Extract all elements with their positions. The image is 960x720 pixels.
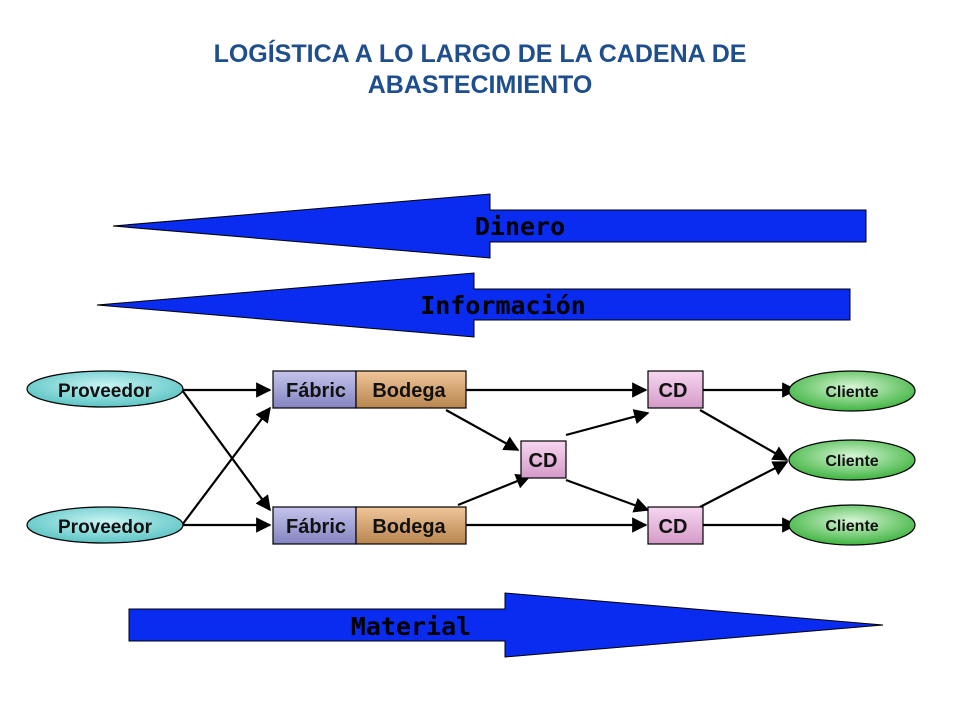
supplier-bottom: Proveedor [26, 506, 184, 544]
title-line-1: LOGÍSTICA A LO LARGO DE LA CADENA DE [214, 39, 747, 68]
money-flow-arrow: Dinero [112, 193, 867, 259]
dc-center: CD [520, 440, 567, 479]
information-flow-label: Información [420, 291, 586, 320]
warehouse-top: Bodega [355, 370, 467, 409]
dc-center-label: CD [529, 450, 558, 472]
factory-bottom-label: Fábric [286, 516, 346, 538]
dc-bottom: CD [647, 506, 704, 545]
dc-top-label: CD [659, 380, 688, 402]
information-flow-arrow: Información [96, 272, 851, 338]
warehouse-top-label: Bodega [372, 380, 446, 402]
supplier-top: Proveedor [26, 370, 184, 408]
client-1-label: Cliente [825, 384, 878, 401]
connector-dc-center-dc-bottom [565, 478, 650, 513]
factory-bottom: Fábric [272, 506, 357, 545]
client-3-label: Cliente [825, 518, 878, 535]
material-flow-arrow: Material [128, 592, 884, 658]
connectors [181, 382, 798, 533]
connector-dc-top-client-2 [699, 409, 789, 461]
dc-top: CD [647, 370, 704, 409]
factory-top-label: Fábric [286, 380, 346, 402]
connector-supplier-top-factory-bottom [181, 389, 271, 512]
client-1: Cliente [788, 370, 916, 412]
warehouse-bottom-label: Bodega [372, 516, 446, 538]
supplier-bottom-label: Proveedor [58, 517, 153, 538]
connector-supplier-bottom-factory-top [181, 406, 271, 526]
connector-dc-bottom-client-2 [699, 461, 789, 508]
connector-warehouse-bottom-dc-center [457, 474, 532, 507]
factory-top: Fábric [272, 370, 357, 409]
connector-warehouse-top-dc-center [445, 409, 520, 451]
client-2: Cliente [788, 439, 916, 481]
client-3: Cliente [788, 504, 916, 546]
dc-bottom-label: CD [659, 516, 688, 538]
client-2-label: Cliente [825, 453, 878, 470]
connector-dc-center-dc-top [565, 409, 650, 437]
title-line-2: ABASTECIMIENTO [368, 71, 593, 99]
supplier-top-label: Proveedor [58, 381, 153, 402]
money-flow-label: Dinero [475, 212, 565, 241]
material-flow-label: Material [351, 612, 471, 641]
warehouse-bottom: Bodega [355, 506, 467, 545]
